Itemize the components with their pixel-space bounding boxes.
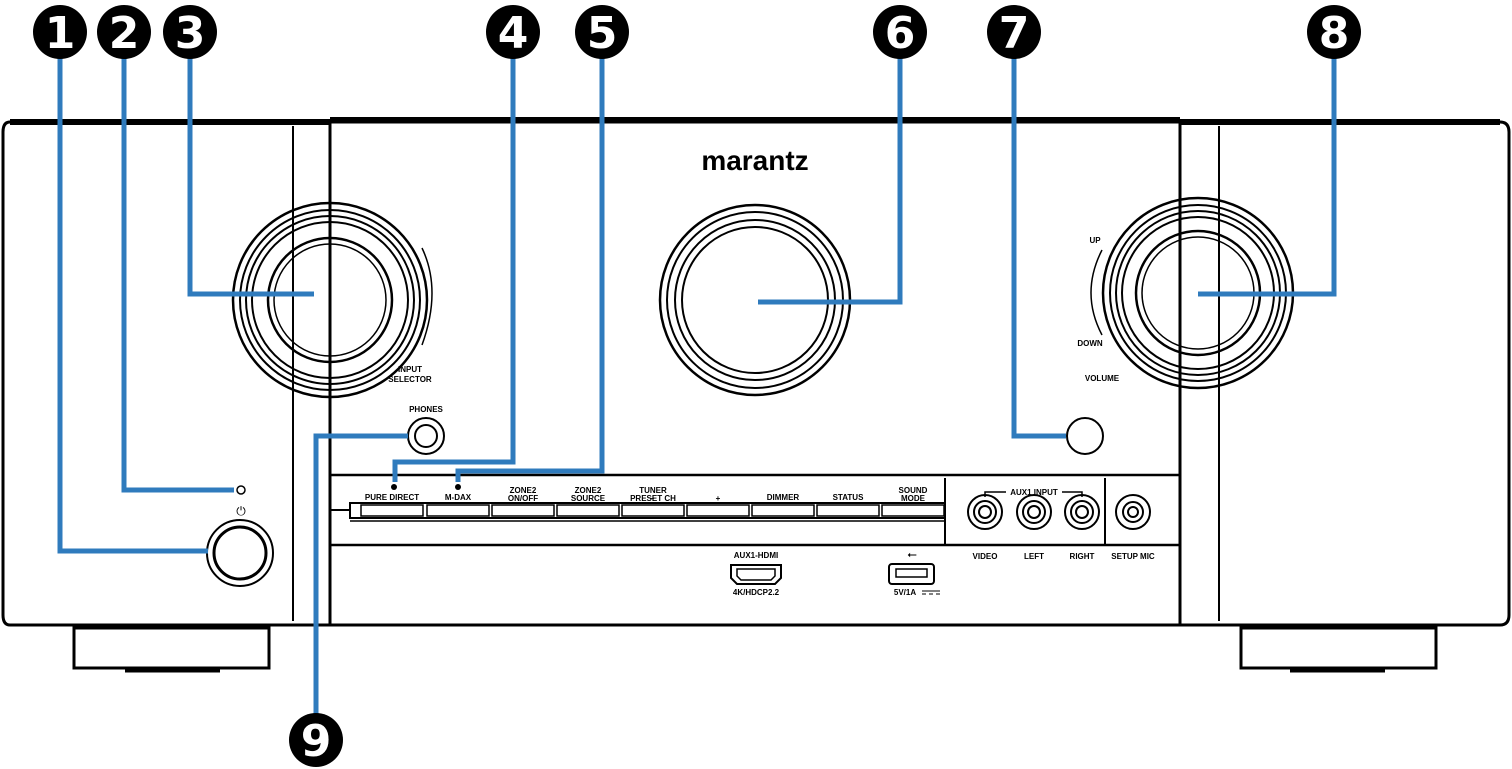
callout-number: 1	[45, 8, 76, 59]
tuner-minus-label: −	[650, 494, 655, 503]
input-selector-knob[interactable]	[231, 201, 429, 399]
callout-number: 5	[587, 8, 618, 59]
input-selector-arc	[421, 247, 433, 346]
aux1-video-jack[interactable]	[967, 494, 1003, 530]
callout-3: 3	[163, 5, 217, 59]
aux1-left-jack[interactable]	[1016, 494, 1052, 530]
down-label: DOWN	[1077, 339, 1103, 348]
setup-mic-label: SETUP MIC	[1111, 552, 1155, 561]
front-buttons	[360, 504, 945, 517]
callout-1: 1	[33, 5, 87, 59]
aux1-right-jack[interactable]	[1064, 494, 1100, 530]
aux1-input-label: AUX1 INPUT	[1010, 488, 1058, 497]
remote-sensor	[1066, 417, 1104, 455]
button-label: DIMMER	[767, 493, 800, 502]
callout-5: 5	[575, 5, 629, 59]
front-button-2[interactable]	[426, 504, 490, 517]
hdcp-label: 4K/HDCP2.2	[733, 588, 780, 597]
callout-badge	[163, 5, 217, 59]
m-dax-led	[455, 484, 461, 490]
callout-badge	[289, 713, 343, 767]
input-label: INPUT	[398, 365, 422, 374]
button-label-line2: ON/OFF	[508, 494, 538, 503]
button-label: STATUS	[833, 493, 864, 502]
selector-label: SELECTOR	[388, 375, 432, 384]
usb-port[interactable]	[888, 563, 935, 585]
button-label: TUNER	[639, 486, 667, 495]
button-panel	[328, 473, 1182, 547]
callout-badge	[873, 5, 927, 59]
callout-number: 4	[498, 8, 529, 59]
front-button-9[interactable]	[881, 504, 945, 517]
phones-label: PHONES	[409, 405, 443, 414]
left-label: LEFT	[1024, 552, 1044, 561]
button-label: SOUND	[899, 486, 928, 495]
front-button-7[interactable]	[751, 504, 815, 517]
standby-indicator	[236, 485, 246, 495]
button-label-line2: PRESET CH	[630, 494, 676, 503]
setup-mic-jack[interactable]	[1115, 494, 1151, 530]
volume-arc	[1090, 249, 1103, 336]
callout-badge	[486, 5, 540, 59]
right-label: RIGHT	[1070, 552, 1095, 561]
power-button[interactable]	[206, 519, 274, 587]
front-button-5[interactable]	[621, 504, 685, 517]
callout-7: 7	[987, 5, 1041, 59]
callout-badge	[97, 5, 151, 59]
feet	[72, 626, 1438, 673]
leader-lines	[57, 50, 1337, 725]
front-button-3[interactable]	[491, 504, 555, 517]
button-label: ZONE2	[575, 486, 602, 495]
button-label: ZONE2	[510, 486, 537, 495]
phones-jack[interactable]	[407, 417, 445, 455]
button-label: M-DAX	[445, 493, 472, 502]
callout-number: 3	[175, 8, 206, 59]
callout-number: 8	[1319, 8, 1350, 59]
callout-number: 9	[301, 716, 332, 767]
callout-number: 7	[999, 8, 1030, 59]
button-label-line2: MODE	[901, 494, 926, 503]
front-button-4[interactable]	[556, 504, 620, 517]
volume-label: VOLUME	[1085, 374, 1120, 383]
callout-2: 2	[97, 5, 151, 59]
button-label: PURE DIRECT	[365, 493, 419, 502]
front-button-6[interactable]	[686, 504, 750, 517]
hdmi-port[interactable]	[730, 564, 782, 585]
callout-6: 6	[873, 5, 927, 59]
brand-logo: marantz	[701, 145, 808, 176]
usb-rating-label: 5V/1A	[894, 588, 916, 597]
button-label-line2: SOURCE	[571, 494, 606, 503]
callout-number: 2	[109, 8, 140, 59]
aux1-hdmi-label: AUX1-HDMI	[734, 551, 778, 560]
callout-9: 9	[289, 713, 343, 767]
power-symbol: ⏻	[236, 504, 246, 518]
callout-badge	[33, 5, 87, 59]
pure-direct-led	[391, 484, 397, 490]
callout-8: 8	[1307, 5, 1361, 59]
usb-icon: ⭠	[907, 547, 917, 561]
callout-4: 4	[486, 5, 540, 59]
top-edge	[10, 117, 1500, 125]
front-button-8[interactable]	[816, 504, 880, 517]
callout-badge	[1307, 5, 1361, 59]
callout-badge	[575, 5, 629, 59]
dc-symbol	[922, 590, 940, 595]
video-label: VIDEO	[973, 552, 998, 561]
front-button-1[interactable]	[360, 504, 424, 517]
callout-number: 6	[885, 8, 916, 59]
up-label: UP	[1089, 236, 1101, 245]
tuner-plus-label: +	[716, 494, 721, 503]
callout-badge	[987, 5, 1041, 59]
